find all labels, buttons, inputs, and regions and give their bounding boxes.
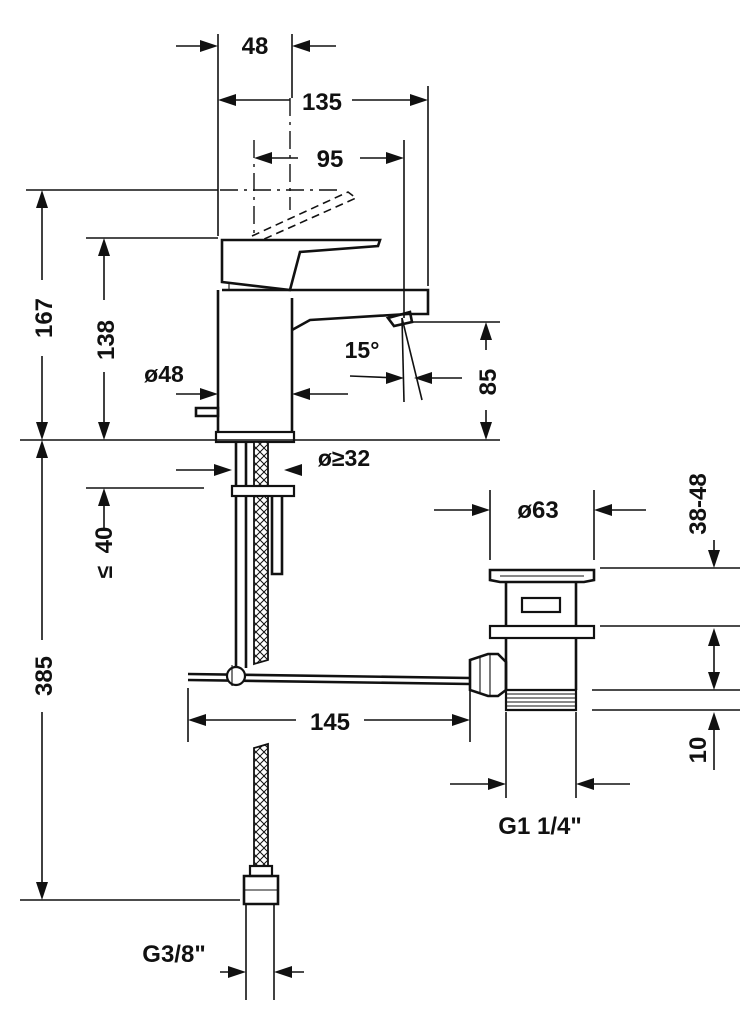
dimension-167: 167: [26, 189, 218, 440]
label-85: 85: [475, 369, 502, 396]
label-48: 48: [242, 33, 269, 60]
hose-connection: G3/8": [142, 742, 304, 1000]
label-135: 135: [302, 89, 342, 116]
dimension-95: 95: [254, 140, 405, 318]
label-dia48: ø48: [144, 361, 184, 387]
label-40: 40: [91, 527, 118, 554]
label-38-48: 38-48: [685, 473, 712, 534]
dimension-135: 135: [218, 86, 429, 286]
dimension-38-48: 38-48: [600, 473, 740, 690]
dimension-385: 385: [20, 440, 240, 901]
dimension-dia48: ø48: [144, 361, 348, 400]
label-385: 385: [31, 656, 58, 696]
dimension-48: 48: [176, 33, 336, 236]
label-g38: G3/8": [142, 941, 205, 968]
dimension-15deg: 15°: [345, 317, 462, 403]
faucet-outline: [194, 98, 430, 444]
dimension-138: 138: [86, 237, 218, 440]
label-138: 138: [93, 320, 120, 360]
dimension-le40: 40 ≤: [86, 487, 204, 578]
under-counter-assembly: ø≥32: [176, 441, 471, 687]
dimension-145: 145: [187, 688, 471, 742]
dimension-dia63: ø63: [434, 490, 646, 560]
label-g114: G1 1/4": [498, 813, 581, 840]
label-95: 95: [317, 146, 344, 173]
label-le: ≤: [91, 565, 117, 578]
label-dia63: ø63: [517, 497, 558, 524]
dimension-85: 85: [410, 321, 502, 440]
dimension-g114: G1 1/4": [450, 712, 630, 840]
label-167: 167: [31, 298, 58, 338]
dimension-10: 10: [592, 689, 740, 770]
label-15deg: 15°: [345, 337, 380, 363]
waste-valve: [468, 568, 596, 712]
label-10: 10: [685, 737, 712, 764]
label-dia32: ø≥32: [318, 445, 370, 471]
label-145: 145: [310, 709, 350, 736]
